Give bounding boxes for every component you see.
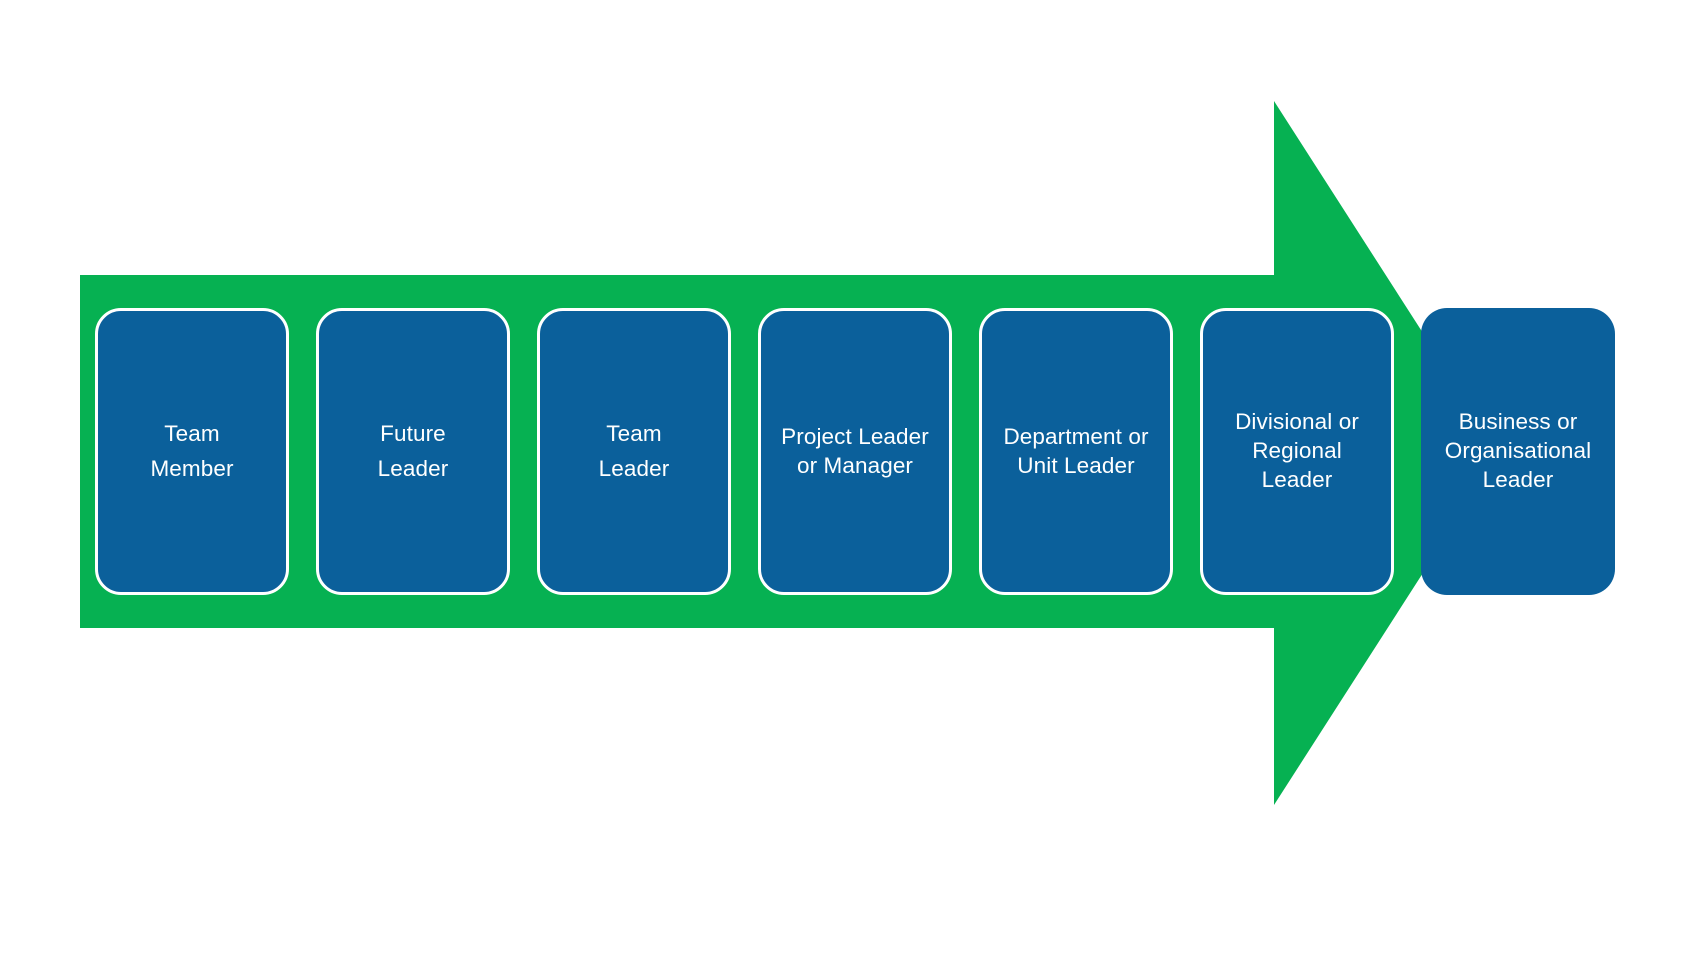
stage-box-department-or-unit-leader[interactable]: Department or Unit Leader <box>979 308 1173 595</box>
stage-label-department-or-unit-leader: Department or Unit Leader <box>1003 423 1149 478</box>
stage-box-team-member[interactable]: Team Member <box>95 308 289 595</box>
stage-label-divisional-or-regional-leader: Divisional or Regional Leader <box>1235 409 1359 492</box>
stage-box-future-leader[interactable]: Future Leader <box>316 308 510 595</box>
stage-box-divisional-or-regional-leader[interactable]: Divisional or Regional Leader <box>1200 308 1394 595</box>
stage-box-team-leader[interactable]: Team Leader <box>537 308 731 595</box>
stage-label-team-member: Team Member <box>150 420 234 481</box>
stage-box-business-or-organisational-leader[interactable]: Business or Organisational Leader <box>1421 308 1615 595</box>
stage-label-future-leader: Future Leader <box>377 420 449 481</box>
stage-label-business-or-organisational-leader: Business or Organisational Leader <box>1444 409 1592 492</box>
stage-box-project-leader-or-manager[interactable]: Project Leader or Manager <box>758 308 952 595</box>
stage-label-project-leader-or-manager: Project Leader or Manager <box>781 423 929 478</box>
stage-label-team-leader: Team Leader <box>598 420 670 481</box>
